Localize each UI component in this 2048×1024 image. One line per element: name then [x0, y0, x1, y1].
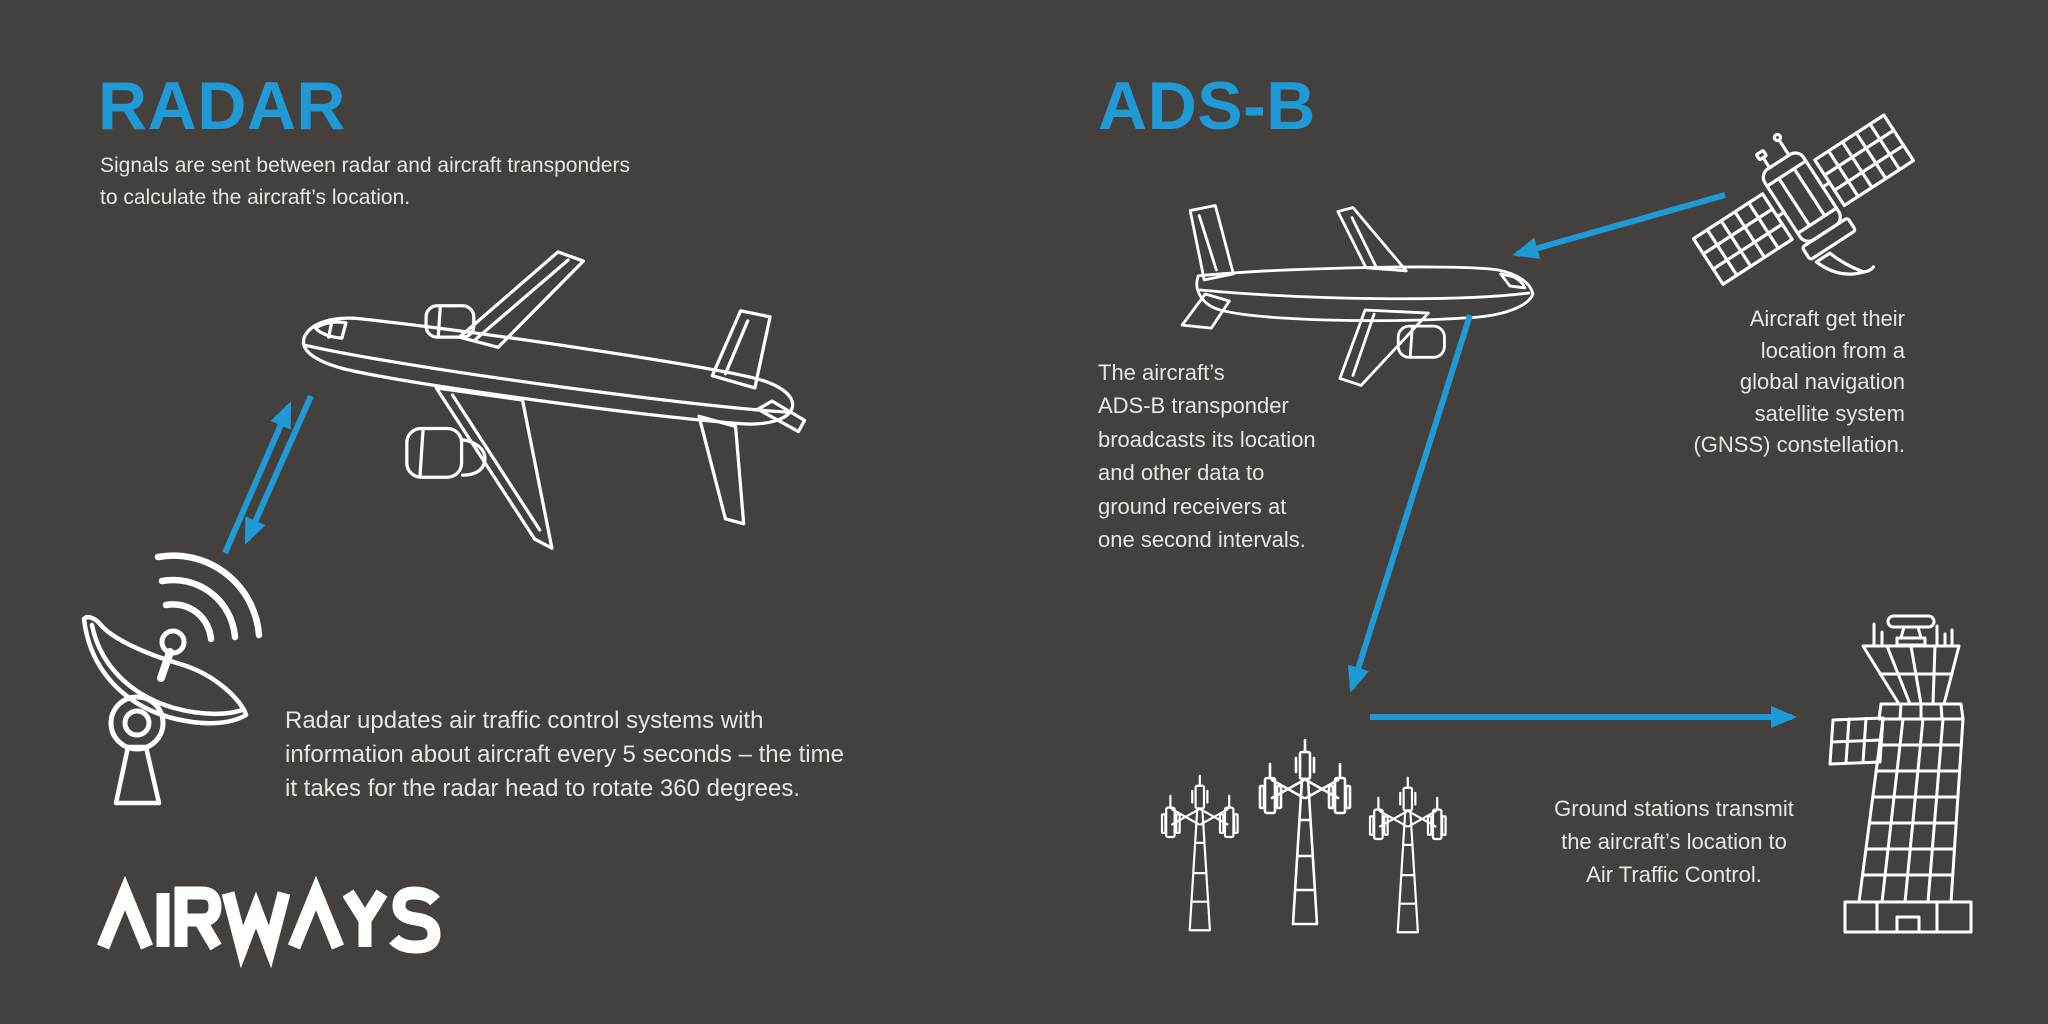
pedestal [113, 744, 162, 806]
tower-cab [1861, 644, 1961, 706]
transponder-caption-line: and other data to [1098, 460, 1265, 486]
radar-aircraft-arrows-icon [222, 394, 314, 555]
satellite-to-aircraft-arrow [1512, 192, 1726, 259]
ground-stations-icon [1160, 738, 1447, 934]
feed-horn [159, 628, 187, 656]
far-stabilizer [756, 399, 807, 434]
aircraft-to-ground-arrow [1347, 314, 1473, 693]
radar-caption-line: Radar updates air traffic control system… [285, 707, 764, 734]
cockpit-window [1499, 272, 1527, 290]
antenna-tower-right [1368, 776, 1447, 934]
signal-waves-icon [154, 552, 263, 643]
tail-fin [1188, 204, 1235, 282]
near-wing [434, 386, 554, 550]
transponder-caption-line: one second intervals. [1098, 527, 1306, 553]
tower-base [1843, 900, 1973, 934]
radar-subtitle-line: to calculate the aircraft’s location. [100, 186, 411, 209]
transponder-caption-line: ground receivers at [1098, 493, 1287, 519]
gnss-caption-line: (GNSS) constellation. [1693, 432, 1905, 457]
satellite-antenna [1755, 132, 1791, 170]
far-engine [424, 304, 476, 339]
tower-antennas [1872, 622, 1954, 647]
ground-to-atc-arrow [1370, 706, 1797, 728]
tower-annex [1828, 716, 1885, 766]
radar-dish-icon [81, 552, 263, 806]
near-wing [1338, 308, 1430, 387]
atc-tower-icon [1828, 614, 1973, 934]
ground-caption: Ground stations transmit the aircraft’s … [1490, 792, 1858, 891]
arrow-down-icon [244, 394, 314, 545]
gnss-caption-line: Aircraft get their [1749, 306, 1905, 331]
radar-subtitle-line: Signals are sent between radar and aircr… [100, 154, 630, 177]
far-wing [457, 250, 585, 349]
transponder-caption-line: ADS-B transponder [1098, 393, 1289, 419]
radar-caption-line: it takes for the radar head to rotate 36… [285, 775, 800, 802]
antenna-tower-left [1160, 774, 1239, 932]
ground-caption-line: the aircraft’s location to [1561, 829, 1787, 854]
tower-collar [1877, 702, 1965, 721]
near-engine [405, 426, 464, 479]
tail-fin [710, 309, 772, 390]
far-wing [1336, 206, 1408, 273]
gnss-caption: Aircraft get their location from a globa… [1615, 303, 1905, 461]
fuselage [1195, 265, 1535, 323]
radar-caption: Radar updates air traffic control system… [285, 704, 844, 806]
radar-subtitle: Signals are sent between radar and aircr… [100, 150, 630, 214]
left-airplane-icon [301, 250, 807, 550]
radar-section-title: RADAR [98, 68, 347, 144]
cockpit-window [313, 320, 348, 340]
fuselage [301, 316, 795, 426]
solar-panel-right [1813, 113, 1916, 208]
gnss-caption-line: global navigation [1739, 369, 1905, 394]
transponder-caption-line: broadcasts its location [1098, 426, 1316, 452]
right-airplane-icon [1180, 204, 1535, 387]
airways-logo: AIRWAYS [96, 875, 441, 969]
satellite-body [1761, 151, 1857, 261]
tail-stabilizer [1180, 292, 1231, 330]
radar-caption-line: information about aircraft every 5 secon… [285, 741, 844, 768]
transponder-caption: The aircraft’s ADS-B transponder broadca… [1098, 356, 1316, 556]
near-stabilizer [697, 414, 746, 526]
ground-caption-line: Ground stations transmit [1554, 796, 1794, 821]
dish-bowl [81, 614, 249, 726]
satellite-icon [1691, 113, 1916, 286]
transponder-caption-line: The aircraft’s [1098, 360, 1225, 385]
gnss-caption-line: satellite system [1754, 400, 1905, 426]
arrow-up-icon [222, 401, 292, 555]
antenna-tower-middle [1258, 738, 1352, 926]
engine [1396, 324, 1446, 359]
tower-radar [1886, 614, 1936, 647]
gnss-caption-line: location from a [1760, 337, 1905, 363]
tower-shaft [1857, 717, 1965, 904]
ground-caption-line: Air Traffic Control. [1586, 862, 1762, 887]
adsb-section-title: ADS-B [1098, 68, 1316, 144]
